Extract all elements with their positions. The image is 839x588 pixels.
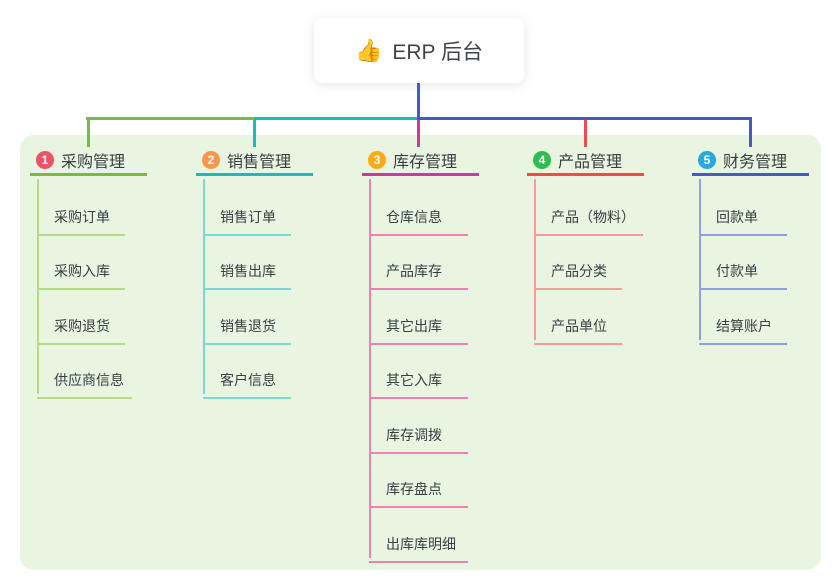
branch-label: 库存管理 [393,153,458,171]
node-outbound-detail[interactable]: 出库库明细 [369,522,468,563]
node-label: 产品库存 [386,263,442,279]
node-receipt-bill[interactable]: 回款单 [699,195,787,236]
badge-4: 4 [533,150,551,169]
drop-branch2 [253,120,256,147]
node-payment-bill[interactable]: 付款单 [699,249,787,290]
root-stem-line [417,83,420,120]
branch-label: 产品管理 [558,153,623,171]
node-product-stock[interactable]: 产品库存 [369,249,468,290]
node-stock-check[interactable]: 库存盘点 [369,467,468,508]
node-label: 库存盘点 [386,481,442,497]
node-label: 结算账户 [716,318,772,334]
node-label: 回款单 [716,209,758,225]
badge-5: 5 [698,150,716,169]
root-node[interactable]: 👍 ERP 后台 [314,18,524,83]
badge-3: 3 [368,150,386,169]
branch-header-sales[interactable]: 2 销售管理 [196,146,313,176]
branch-label: 销售管理 [227,153,292,171]
branch-label: 财务管理 [723,153,788,171]
node-label: 采购订单 [54,209,110,225]
node-label: 客户信息 [220,372,276,388]
trunk-branch4 [534,179,536,340]
connector-branch1 [86,117,254,120]
trunk-branch5 [699,179,701,340]
branch-header-inventory[interactable]: 3 库存管理 [362,146,479,176]
node-product-material[interactable]: 产品（物料） [534,195,643,236]
node-purchase-return[interactable]: 采购退货 [37,304,125,345]
connector-branch5 [417,117,752,120]
badge-1: 1 [36,150,54,169]
badge-2: 2 [202,150,220,169]
root-label: ERP 后台 [392,40,484,64]
node-label: 采购入库 [54,263,110,279]
node-other-inbound[interactable]: 其它入库 [369,358,468,399]
drop-branch4 [584,120,587,147]
drop-branch5 [749,120,752,147]
mindmap-panel [20,135,821,570]
node-label: 出库库明细 [386,536,456,552]
node-label: 其它入库 [386,372,442,388]
node-label: 销售订单 [220,209,276,225]
node-sales-outbound[interactable]: 销售出库 [203,249,291,290]
node-label: 供应商信息 [54,372,124,388]
node-product-category[interactable]: 产品分类 [534,249,622,290]
drop-branch3 [417,120,420,147]
node-label: 其它出库 [386,318,442,334]
connector-branch2 [254,117,417,120]
trunk-branch2 [203,179,205,394]
node-label: 产品分类 [551,263,607,279]
thumbs-up-icon: 👍 [354,37,383,63]
branch-header-finance[interactable]: 5 财务管理 [692,146,809,176]
node-warehouse-info[interactable]: 仓库信息 [369,195,468,236]
node-customer-info[interactable]: 客户信息 [203,358,291,399]
branch-header-purchase[interactable]: 1 采购管理 [30,146,147,176]
branch-header-product[interactable]: 4 产品管理 [527,146,644,176]
node-label: 付款单 [716,263,758,279]
node-label: 产品（物料） [551,209,635,225]
node-label: 仓库信息 [386,209,442,225]
node-product-unit[interactable]: 产品单位 [534,304,622,345]
node-sales-return[interactable]: 销售退货 [203,304,291,345]
node-purchase-order[interactable]: 采购订单 [37,195,125,236]
node-label: 销售出库 [220,263,276,279]
trunk-branch3 [369,179,371,558]
node-label: 产品单位 [551,318,607,334]
node-supplier-info[interactable]: 供应商信息 [37,358,132,399]
trunk-branch1 [37,179,39,394]
node-other-outbound[interactable]: 其它出库 [369,304,468,345]
node-stock-transfer[interactable]: 库存调拨 [369,413,468,454]
node-sales-order[interactable]: 销售订单 [203,195,291,236]
branch-label: 采购管理 [61,153,126,171]
node-label: 库存调拨 [386,427,442,443]
drop-branch1 [87,120,90,147]
node-label: 销售退货 [220,318,276,334]
node-settlement-account[interactable]: 结算账户 [699,304,787,345]
node-label: 采购退货 [54,318,110,334]
node-purchase-inbound[interactable]: 采购入库 [37,249,125,290]
